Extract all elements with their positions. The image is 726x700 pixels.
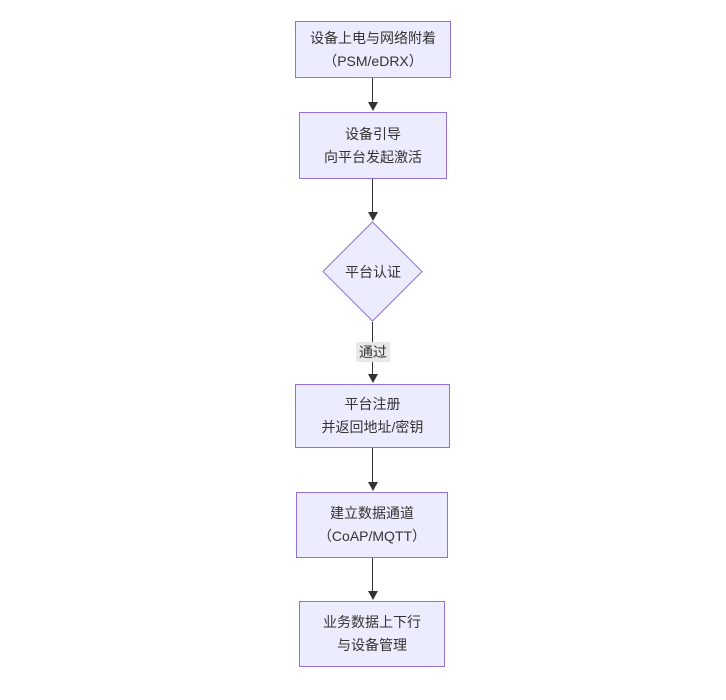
node-label-line: 业务数据上下行 xyxy=(323,614,421,630)
node-bootstrap: 设备引导 向平台发起激活 xyxy=(299,112,447,179)
node-label-line: （CoAP/MQTT） xyxy=(317,528,427,544)
node-business-data: 业务数据上下行 与设备管理 xyxy=(299,601,445,667)
node-label-line: 建立数据通道 xyxy=(330,505,414,521)
edge-line-1 xyxy=(372,78,373,102)
node-label-line: 平台注册 xyxy=(344,396,401,412)
arrowhead-icon xyxy=(368,591,378,600)
edge-line-4 xyxy=(372,448,373,482)
node-data-channel: 建立数据通道 （CoAP/MQTT） xyxy=(296,492,448,558)
arrowhead-icon xyxy=(368,102,378,111)
node-power-attach: 设备上电与网络附着 （PSM/eDRX） xyxy=(295,21,451,78)
node-register: 平台注册 并返回地址/密钥 xyxy=(295,384,450,448)
node-label-line: 向平台发起激活 xyxy=(324,148,422,165)
node-label-line: 设备上电与网络附着 xyxy=(310,29,436,46)
node-label-line: 并返回地址/密钥 xyxy=(321,419,424,435)
edge-line-5 xyxy=(372,558,373,591)
edge-label-pass: 通过 xyxy=(356,342,390,362)
arrowhead-icon xyxy=(368,212,378,221)
node-label-line: （PSM/eDRX） xyxy=(323,52,423,69)
node-label-line: 与设备管理 xyxy=(337,637,407,653)
node-label-line: 设备引导 xyxy=(345,125,401,142)
decision-label: 平台认证 xyxy=(345,264,401,280)
arrowhead-icon xyxy=(368,482,378,491)
edge-line-2 xyxy=(372,179,373,212)
arrowhead-icon xyxy=(368,374,378,383)
